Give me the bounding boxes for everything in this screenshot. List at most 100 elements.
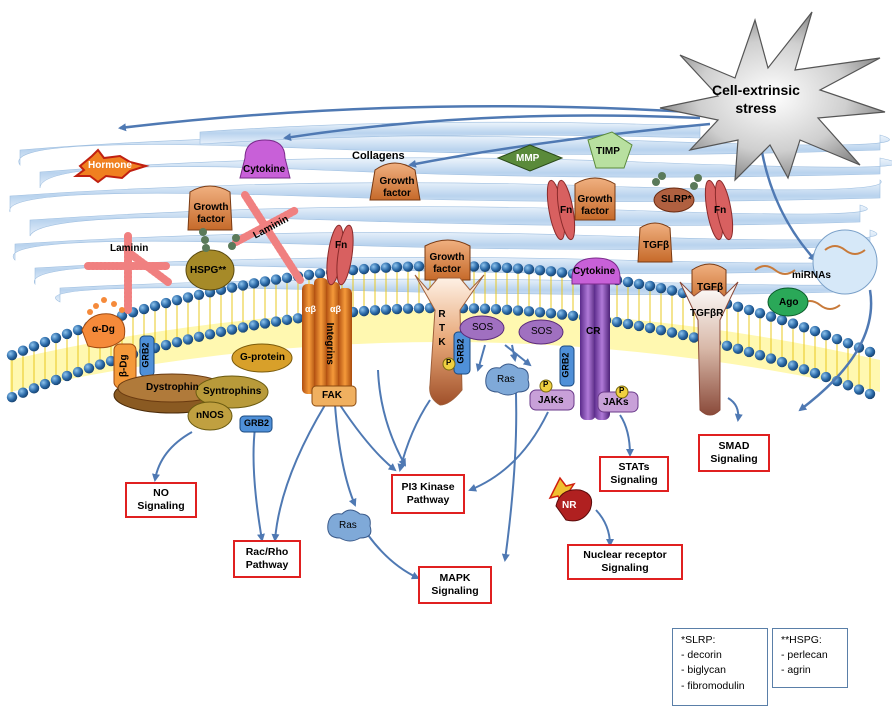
lipid-head [83,363,95,374]
integrin-icon [302,278,352,394]
slrp-chain [652,172,702,190]
lipid-head [380,304,392,315]
grb2-label-lower: GRB2 [244,418,270,428]
stats-label: STATs Signaling [610,460,658,486]
tgfbr-label: TGFβR [690,308,724,319]
ras-label-upper: Ras [497,374,515,385]
g-protein-icon [231,343,293,373]
lipid-head [820,371,832,383]
lipid-head [655,282,667,294]
lipid-head [17,387,29,398]
lipid-head [479,303,491,314]
lipid-head [28,383,40,394]
lipid-head [809,325,821,337]
lipid-head [523,264,535,275]
p-icon-rtk [442,357,456,371]
lipid-head [358,263,370,275]
lipid-head [501,304,513,316]
lipid-head [512,305,524,316]
dystrophin-label: Dystrophin [146,382,199,393]
lipid-head [380,262,392,273]
stats-box: STATs Signaling [599,456,669,492]
lipid-head [677,329,689,341]
lipid-head [633,320,645,332]
lipid-head [193,331,205,342]
lipid-head [237,280,249,291]
p-icon-jak-right [615,385,629,399]
ras-label-lower: Ras [339,520,357,531]
g-protein-label: G-protein [240,352,285,363]
lipid-head [358,305,370,317]
timp-icon [587,131,633,169]
lipid-head [248,320,260,331]
cytokine-receptor-label: Cytokine [573,266,616,277]
signaling-arrows [152,344,743,580]
lipid-head [842,338,854,349]
lipid-head [303,269,315,280]
no-signaling-label: NO Signaling [137,486,185,512]
lipid-head [182,292,194,303]
lipid-head [787,318,799,329]
rtk-icon [414,274,485,406]
lipid-head [721,340,733,352]
lipid-head [6,349,18,361]
hormone-label: Hormone [88,160,132,171]
slrp-legend-title: *SLRP: [681,634,716,646]
lipid-head [809,367,821,379]
growth-factor-label-3: Growth factor [429,252,465,275]
grb2-icon-cr [559,345,575,387]
lipid-head [215,326,227,338]
lipid-head [534,307,546,318]
mapk-box: MAPK Signaling [418,566,492,604]
lipid-head [160,297,172,309]
hspg-legend-title: **HSPG: [781,634,822,646]
p-label-jak-left: P [543,380,549,389]
stress-arrows [118,104,873,412]
sos-label-1: SOS [472,322,494,333]
cytokine-icon [239,139,291,179]
smad-label: SMAD Signaling [710,439,758,465]
grb2-label-rtk: GRB2 [455,338,466,364]
lipid-head [831,333,843,345]
growth-factor-label-4: Growth factor [577,194,613,217]
lipid-head [468,303,480,314]
growth-factor-label-2: Growth factor [193,202,229,225]
hspg-label: HSPG** [190,265,227,276]
alpha-dg-sugars [87,297,125,315]
ras-cloud-lower [327,509,372,542]
lipid-head [204,329,216,340]
lipid-head [17,345,29,356]
lipid-head [50,374,62,386]
hspg-legend: **HSPG: - perlecan - agrin [772,628,848,688]
lipid-head [413,261,425,272]
fn-label-3: Fn [714,205,727,216]
lipid-head [28,341,40,352]
lipid-head [490,262,502,273]
lipid-head [666,285,678,296]
lipid-head [864,346,876,358]
lipid-head [556,309,568,320]
mapk-label: MAPK Signaling [431,571,479,597]
lipid-head [171,336,183,348]
ras-cloud-upper [485,363,530,396]
p-label-rtk: P [446,358,452,367]
nuclear-receptor-box: Nuclear receptor Signaling [567,544,683,580]
slrp-icon [653,187,695,213]
stress-label: Cell-extrinsic stress [712,82,800,117]
lipid-head [798,364,810,375]
lipid-head [39,378,51,390]
nr-label: NR [562,500,577,511]
lipid-head [556,267,568,278]
grb2-label-cr: GRB2 [560,352,571,378]
lipid-head [688,332,700,343]
lipid-head [732,301,744,313]
lipid-head [94,359,106,370]
lipid-head [413,303,425,314]
lipid-head [545,308,557,319]
sos-label-2: SOS [531,326,553,337]
p-icon-jak-left [539,379,553,393]
slrp-legend: *SLRP: - decorin - biglycan - fibromodul… [672,628,768,706]
hormone-icon [73,148,150,184]
lipid-head [61,328,73,340]
